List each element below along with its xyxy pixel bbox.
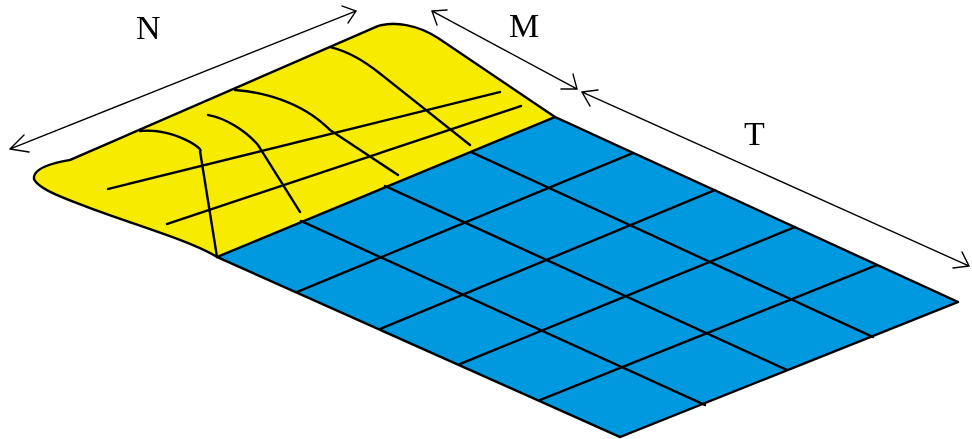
wake-surface (217, 117, 958, 437)
label-m: M (509, 8, 539, 45)
wing-spanwise-line (165, 104, 523, 226)
wing-chordwise-line (138, 129, 219, 259)
m-dimension-arrow (431, 9, 578, 90)
wake-chordwise-line (469, 150, 875, 339)
wing-chordwise-line (328, 45, 472, 147)
dimension-arrows (9, 5, 970, 269)
label-n: N (136, 10, 161, 47)
wing-trailing-edge (215, 115, 557, 259)
wing-spanwise-line (106, 90, 502, 191)
outline-edges (32, 22, 960, 439)
wake-chordwise-line (299, 219, 707, 407)
t-dimension-arrow (581, 89, 970, 269)
wake-outline (215, 115, 960, 439)
wake-spanwise-line (458, 225, 797, 366)
wing-panel-grid (106, 45, 523, 259)
wing-chordwise-line (206, 113, 302, 214)
label-t: T (744, 116, 765, 153)
n-dimension-arrow (9, 5, 357, 153)
wing-leading-edge (32, 22, 557, 259)
wake-panel-grid (295, 150, 879, 407)
wing-chordwise-line (233, 88, 400, 177)
wake-chordwise-line (383, 184, 789, 372)
wing-surface (33, 23, 556, 257)
wake-spanwise-line (538, 263, 879, 402)
